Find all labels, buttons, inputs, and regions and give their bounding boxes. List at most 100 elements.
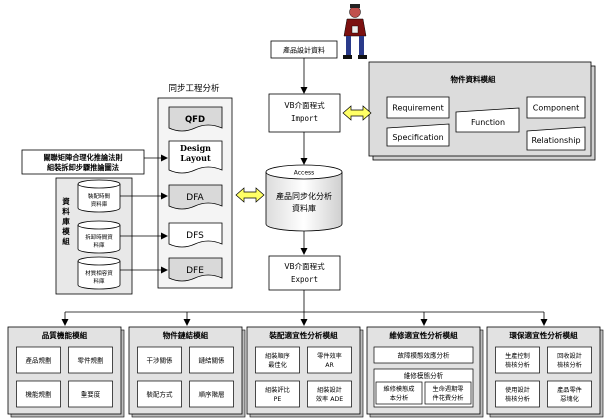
material-compat-db-line1: 材質相容資: [85, 269, 113, 277]
vb-import-box: VB介面程式 Import: [269, 94, 340, 132]
object-component-label: Component: [533, 104, 579, 113]
object-requirement: Requirement: [387, 97, 449, 118]
analysis-module-2-cell-4-label: 順序階層: [199, 390, 225, 399]
access-label: Access: [294, 170, 315, 177]
analysis-module-1: 品質機能模組產品規劃零件規劃機能規劃重要度: [8, 327, 124, 417]
analysis-module-1-cell-3-label: 機能規劃: [26, 390, 52, 399]
analysis-module-1-cell-2-label: 零件規劃: [78, 356, 104, 365]
analysis-module-5-cell-3-line2: 檢核分析: [505, 395, 530, 403]
analysis-module-5-cell-1: 生產控制檢核分析: [496, 347, 540, 373]
disassembly-time-db-line1: 拆卸時間資: [85, 233, 113, 241]
sync-analysis-title: 同步工程分析: [168, 83, 220, 94]
analysis-module-5-cell-4-line2: 惡塊化: [560, 395, 579, 403]
analysis-module-2-cell-3-label: 裝配方式: [147, 390, 174, 399]
analysis-module-3-cell-1-line2: 最佳化: [268, 361, 287, 369]
method-rules-line1: 關聯矩陣合理化推論法則: [43, 153, 122, 162]
object-function: Function: [456, 108, 519, 132]
analysis-module-1-cell-1-label: 產品規劃: [26, 356, 52, 365]
method-rules-line2: 組裝拆卸步驟推論圖法: [47, 163, 119, 172]
analysis-module-5: 環保適宜性分析模組生產控制檢核分析回收設計檢核分析使用設計檢核分析產品零件惡塊化: [487, 327, 603, 417]
analysis-module-1-cell-4: 重要度: [69, 381, 113, 407]
doc-dfa-label: DFA: [186, 193, 204, 203]
analysis-module-3-cell-4-line2: 效率 ADE: [316, 395, 343, 403]
analysis-module-5-cell-1-line2: 檢核分析: [505, 361, 530, 369]
db-module-title-4: 模: [62, 226, 70, 236]
db-module-title-3: 庫: [62, 216, 70, 226]
vb-export-line1: VB介面程式: [284, 261, 325, 271]
vb-export-box: VB介面程式 Export: [269, 256, 340, 290]
analysis-module-3-cell-2-line1: 零件效率: [317, 352, 342, 360]
object-relationship-label: Relationship: [531, 136, 580, 145]
analysis-module-4-top-cell-label: 故障模態效應分析: [398, 351, 451, 360]
db-module-title-2: 料: [62, 206, 70, 216]
analysis-module-3-cell-1-line1: 組裝順序: [265, 352, 290, 360]
analysis-module-5-cell-2-line1: 回收設計: [557, 352, 582, 360]
analysis-module-3-cell-3: 組裝評比 PE: [256, 381, 300, 407]
analysis-module-1-cell-4-label: 重要度: [81, 390, 101, 399]
doc-dfs-label: DFS: [186, 231, 204, 241]
product-design-data-label: 產品設計資料: [283, 46, 325, 55]
db-module-title-5: 組: [62, 236, 70, 246]
analysis-module-5-cell-1-line1: 生產控制: [505, 352, 530, 360]
analysis-module-3-cell-4-line1: 組裝設計: [317, 386, 342, 394]
analysis-module-4-title: 維修適宜性分析模組: [389, 330, 458, 340]
doc-dfe-label: DFE: [186, 266, 204, 276]
analysis-module-3-cell-2: 零件效率 AR: [308, 347, 352, 373]
analysis-module-4-group-title: 維修模態分析: [404, 371, 444, 380]
analysis-module-1-cell-3: 機能規劃: [17, 381, 61, 407]
analysis-module-3-cell-2-line2: AR: [325, 362, 334, 369]
analysis-module-4-group-cell-1-line2: 本分析: [390, 394, 409, 402]
export-to-modules-connector: [65, 290, 544, 325]
engineer-figure-icon: [343, 4, 367, 59]
object-data-module: 物件資料模組 Requirement Specification Functio…: [369, 62, 595, 160]
method-rules-box: 關聯矩陣合理化推論法則 組裝拆卸步驟推論圖法: [22, 150, 144, 174]
assembly-time-db-line1: 裝配時間: [88, 192, 111, 200]
vb-import-line1: VB介面程式: [284, 100, 325, 110]
analysis-module-3: 裝配適宜性分析模組組裝順序最佳化零件效率AR組裝評比PE組裝設計效率 ADE: [247, 327, 363, 417]
bottom-modules: 品質機能模組產品規劃零件規劃機能規劃重要度物件鏈結模組干涉關係鏈結關係裝配方式順…: [8, 327, 603, 417]
db-module-title-1: 資: [62, 196, 70, 206]
double-arrow-import-object: [343, 106, 371, 120]
object-requirement-label: Requirement: [392, 104, 443, 113]
analysis-module-5-title: 環保適宜性分析模組: [509, 330, 578, 340]
double-arrow-dfa-db: [236, 188, 264, 202]
analysis-module-1-cell-2: 零件規劃: [69, 347, 113, 373]
analysis-module-4-group-cell-2-line2: 件花費分析: [433, 394, 464, 402]
analysis-module-4-group-cell-1-line1: 維修模態成: [384, 385, 415, 393]
doc-design-layout-label: Design Layout: [169, 143, 222, 163]
analysis-module-1-cell-1: 產品規劃: [17, 347, 61, 373]
object-specification-label: Specification: [392, 133, 443, 142]
object-specification: Specification: [387, 124, 449, 146]
assembly-time-db: 裝配時間 資料庫: [78, 180, 120, 212]
disassembly-time-db-line2: 料庫: [93, 241, 105, 249]
access-database: Access 產品同步化分析 資料庫: [266, 165, 342, 231]
object-component: Component: [527, 97, 585, 118]
product-design-data-box: 產品設計資料: [271, 41, 337, 58]
analysis-module-5-cell-3-line1: 使用設計: [505, 386, 530, 394]
analysis-module-2-cell-3: 裝配方式: [138, 381, 182, 407]
analysis-module-2-title: 物件鏈結模組: [163, 330, 209, 340]
analysis-module-2-cell-4: 順序階層: [190, 381, 234, 407]
analysis-module-2-cell-1-label: 干涉關係: [147, 356, 174, 365]
analysis-module-5-cell-2-line2: 檢核分析: [557, 361, 582, 369]
analysis-module-3-title: 裝配適宜性分析模組: [268, 330, 338, 340]
analysis-module-2-cell-1: 干涉關係: [138, 347, 182, 373]
analysis-module-4: 維修適宜性分析模組故障模態效應分析維修模態分析維修模態成本分析生命週期零件花費分…: [367, 327, 483, 417]
vb-import-line2: Import: [291, 114, 318, 123]
disassembly-time-db: 拆卸時間資 料庫: [78, 221, 120, 253]
analysis-module-4-group-cell-2-line1: 生命週期零: [433, 385, 464, 393]
analysis-module-3-cell-3-line1: 組裝評比: [265, 386, 290, 394]
analysis-module-5-cell-4-line1: 產品零件: [557, 386, 582, 394]
analysis-module-3-cell-3-line2: PE: [274, 396, 282, 403]
object-module-title: 物件資料模組: [451, 74, 496, 84]
object-function-label: Function: [471, 118, 505, 127]
